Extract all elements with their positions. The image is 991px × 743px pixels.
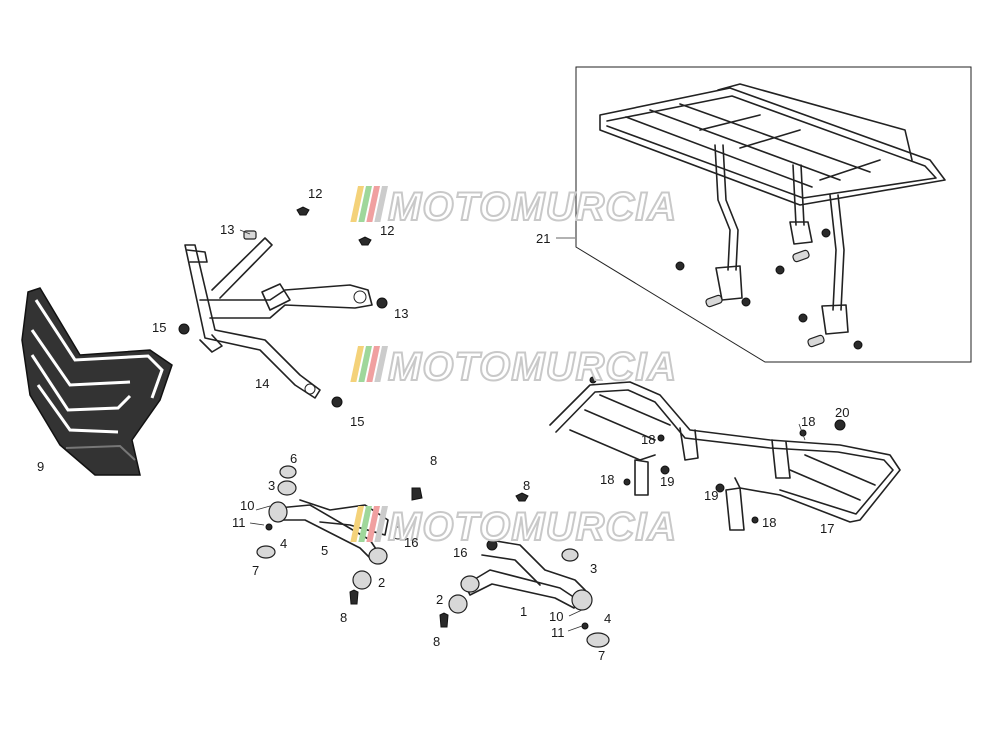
rear-grab-bar-part bbox=[549, 376, 901, 531]
callout-20: 20 bbox=[835, 405, 849, 420]
callout-15: 15 bbox=[152, 320, 166, 335]
watermark-stripe bbox=[374, 186, 388, 222]
watermark-text: MOTOMURCIA bbox=[388, 185, 677, 229]
callout-4: 4 bbox=[280, 536, 287, 551]
callout-12: 12 bbox=[308, 186, 322, 201]
callout-16: 16 bbox=[453, 545, 467, 560]
callout-3: 3 bbox=[590, 561, 597, 576]
callout-21: 21 bbox=[536, 231, 550, 246]
watermark-stripe bbox=[358, 186, 372, 222]
watermark-stripe bbox=[350, 186, 364, 222]
callout-11: 11 bbox=[551, 625, 565, 640]
watermark-stripe bbox=[350, 346, 364, 382]
front-shield-part bbox=[21, 287, 173, 476]
rear-carrier-part bbox=[599, 83, 946, 350]
callout-13: 13 bbox=[394, 306, 408, 321]
rear-carrier-detail-box bbox=[575, 66, 972, 363]
watermark-text: MOTOMURCIA bbox=[388, 345, 677, 389]
callout-15: 15 bbox=[350, 414, 364, 429]
bumper-hardware bbox=[178, 206, 388, 408]
watermark-text: MOTOMURCIA bbox=[388, 505, 677, 549]
callout-14: 14 bbox=[255, 376, 269, 391]
callout-2: 2 bbox=[436, 592, 443, 607]
callout-12: 12 bbox=[380, 223, 394, 238]
callout-2: 2 bbox=[378, 575, 385, 590]
callout-18: 18 bbox=[762, 515, 776, 530]
left-control-arm-part bbox=[256, 465, 423, 605]
callout-8: 8 bbox=[430, 453, 437, 468]
watermark-stripe bbox=[366, 346, 380, 382]
callout-8: 8 bbox=[340, 610, 347, 625]
callout-13: 13 bbox=[220, 222, 234, 237]
callout-11: 11 bbox=[232, 515, 246, 530]
callout-8: 8 bbox=[523, 478, 530, 493]
watermark-stripe bbox=[374, 346, 388, 382]
watermark-stripe bbox=[374, 506, 388, 542]
callout-18: 18 bbox=[801, 414, 815, 429]
callout-6: 6 bbox=[290, 451, 297, 466]
watermark-stripe bbox=[366, 186, 380, 222]
callout-16: 16 bbox=[404, 535, 418, 550]
callout-5: 5 bbox=[321, 543, 328, 558]
callout-7: 7 bbox=[598, 648, 605, 663]
callout-1: 1 bbox=[520, 604, 527, 619]
callout-9: 9 bbox=[37, 459, 44, 474]
callout-4: 4 bbox=[604, 611, 611, 626]
callout-8: 8 bbox=[433, 634, 440, 649]
leader-lines bbox=[239, 229, 806, 632]
watermark-stripe bbox=[366, 506, 380, 542]
callout-10: 10 bbox=[549, 609, 563, 624]
callout-labels: 1 2 2 3 3 4 4 5 6 7 7 8 8 8 8 9 10 10 11… bbox=[37, 186, 849, 663]
callout-17: 17 bbox=[820, 521, 834, 536]
callout-19: 19 bbox=[704, 488, 718, 503]
watermark-stripe bbox=[358, 346, 372, 382]
callout-10: 10 bbox=[240, 498, 254, 513]
callout-7: 7 bbox=[252, 563, 259, 578]
watermark: MOTOMURCIA MOTOMURCIA MOTOMURCIA bbox=[350, 184, 677, 550]
watermark-stripe bbox=[350, 506, 364, 542]
front-bumper-frame-part bbox=[184, 237, 373, 399]
callout-18: 18 bbox=[641, 432, 655, 447]
callout-18: 18 bbox=[600, 472, 614, 487]
callout-3: 3 bbox=[268, 478, 275, 493]
watermark-stripe bbox=[358, 506, 372, 542]
callout-19: 19 bbox=[660, 474, 674, 489]
